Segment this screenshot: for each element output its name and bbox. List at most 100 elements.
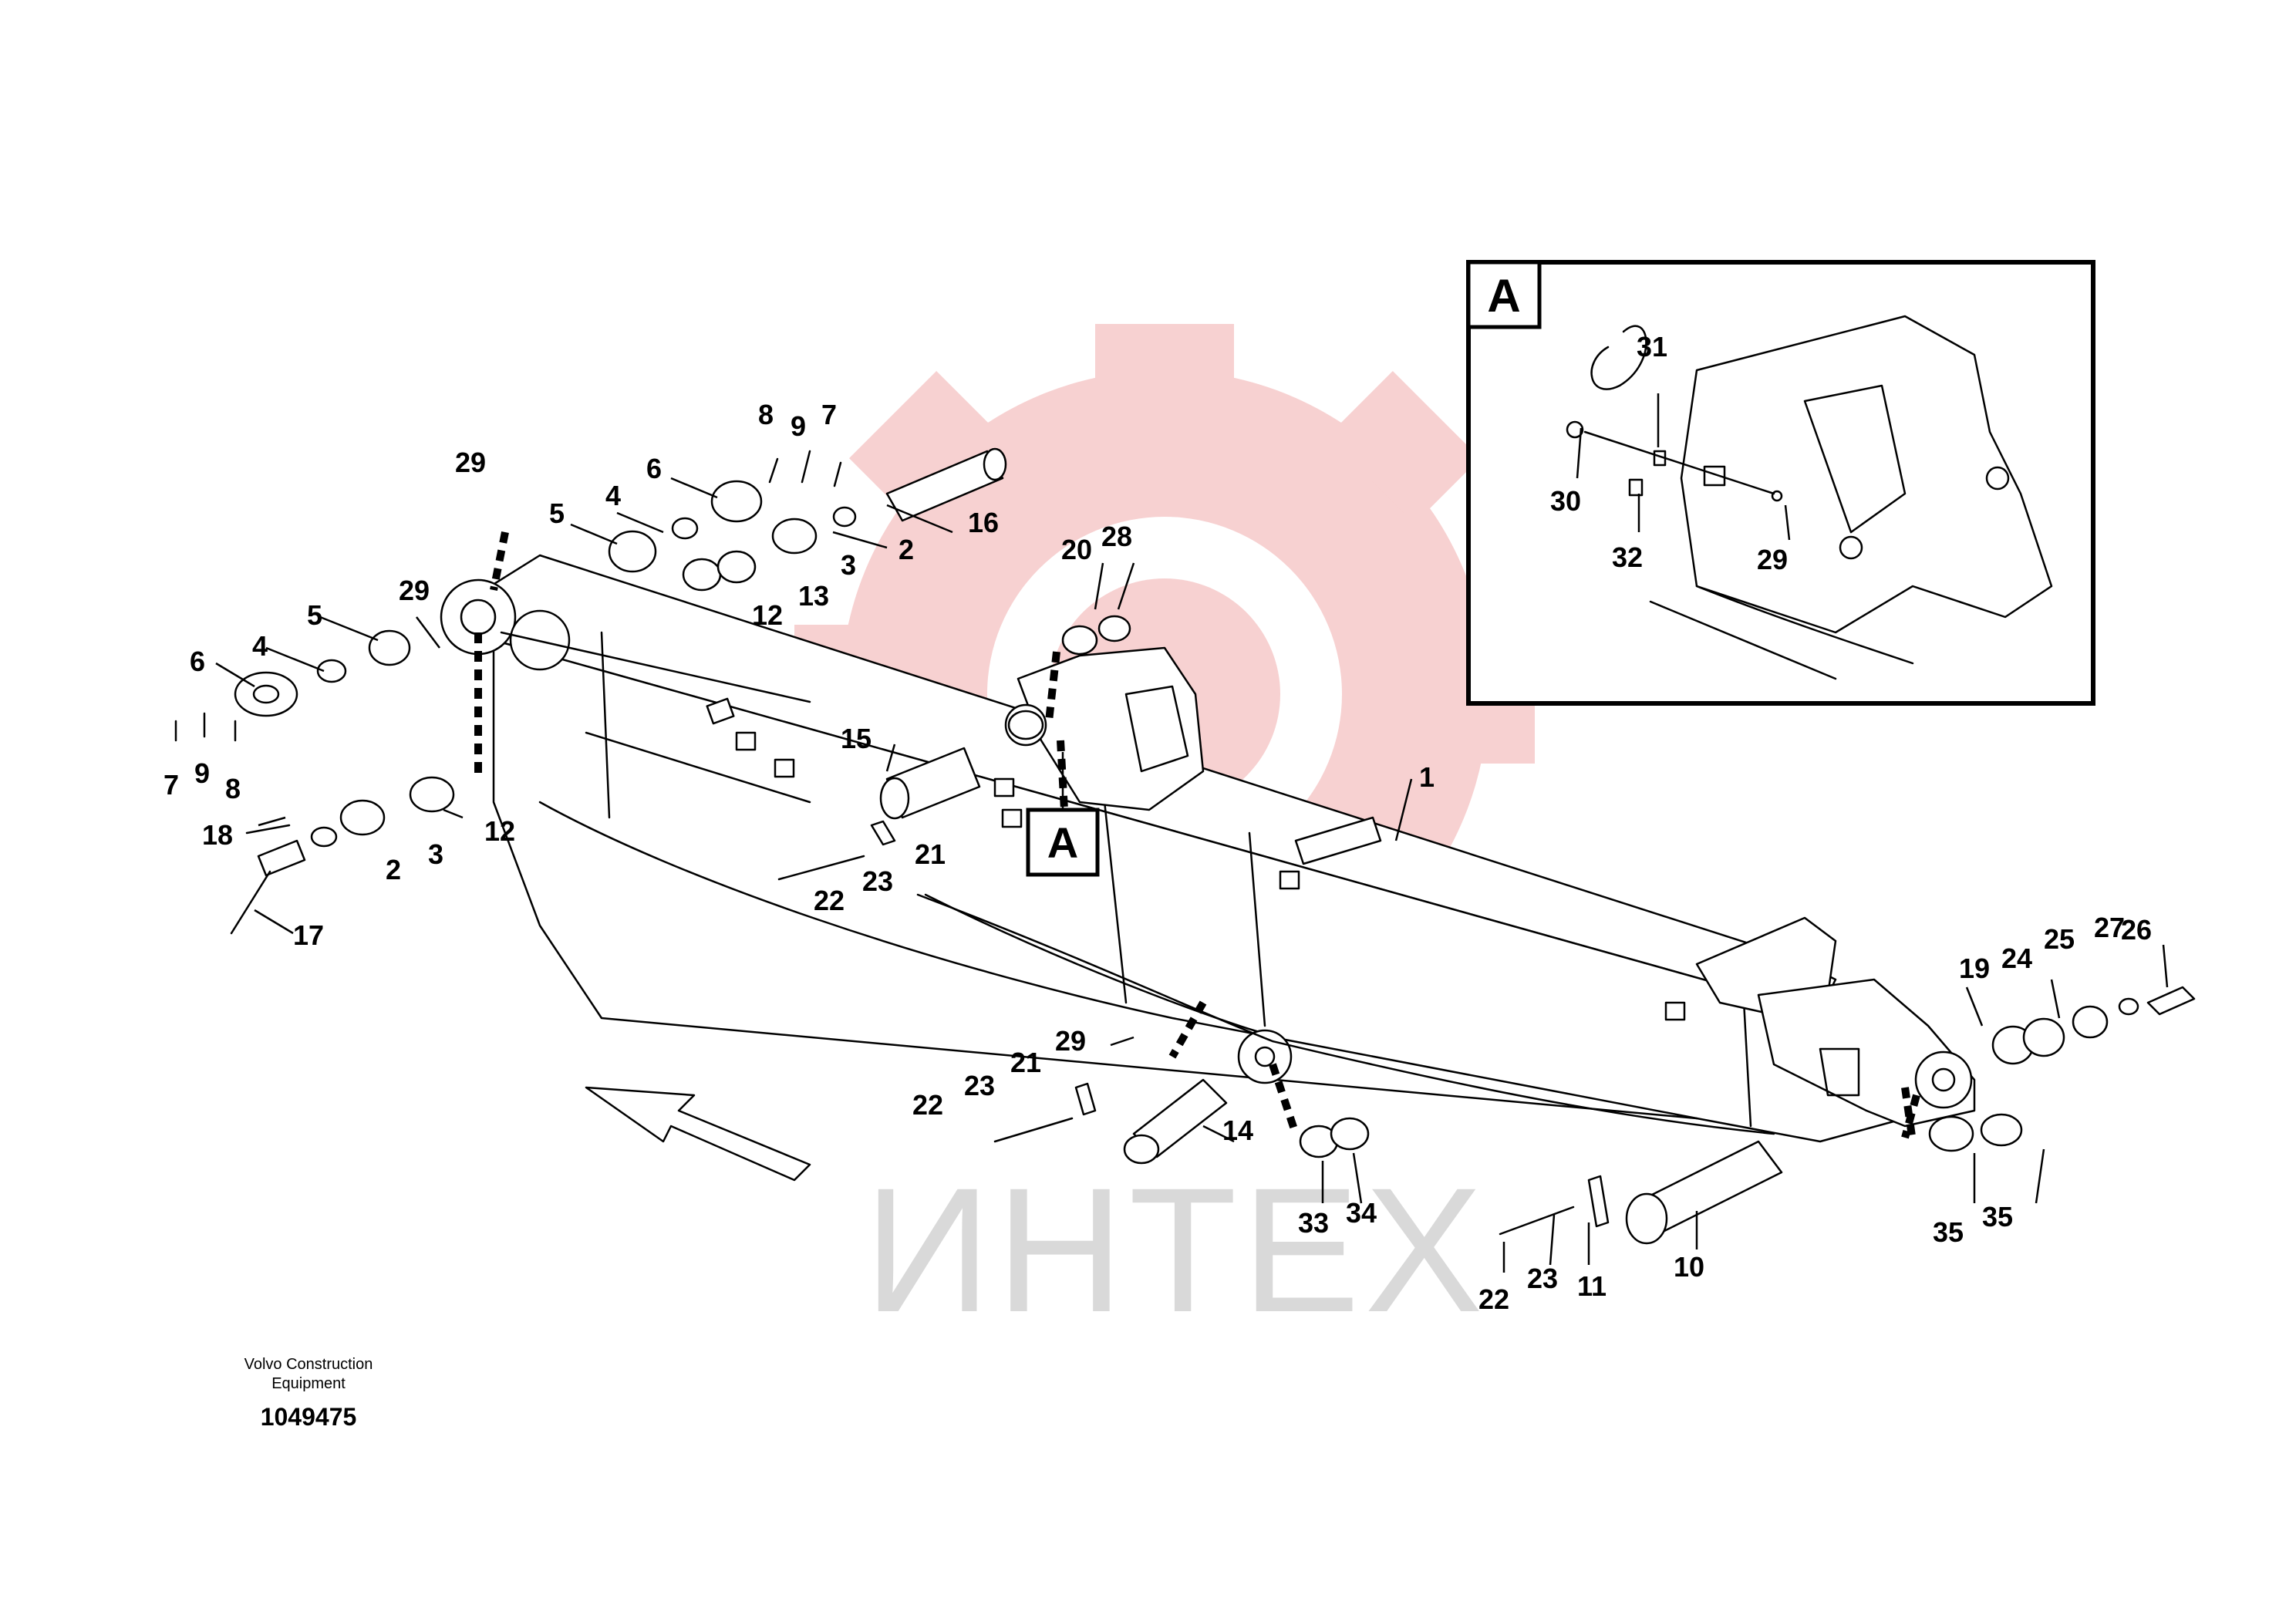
washer-12-lower	[409, 776, 455, 813]
callout-12-upper: 12	[752, 599, 783, 631]
detail-marker-label: A	[1047, 818, 1078, 867]
callout-30: 30	[1550, 485, 1581, 517]
washer-27	[2118, 997, 2139, 1016]
callout-23-upper: 23	[862, 865, 893, 897]
pin-16	[885, 450, 1004, 522]
callout-3-lower: 3	[428, 838, 443, 870]
boom-web-line	[924, 893, 1266, 1035]
callout-29-upper: 29	[455, 447, 486, 478]
callout-8-left: 8	[225, 773, 241, 804]
foot-pin-group	[174, 447, 1007, 935]
head-pin-group	[1499, 986, 2196, 1245]
bolt-7-upper	[833, 461, 842, 487]
o-ring-2-lower	[310, 826, 338, 848]
callout-26: 26	[2121, 914, 2152, 946]
callout-29-left: 29	[399, 575, 430, 606]
washer-25	[2072, 1005, 2109, 1039]
hose-line-1	[500, 631, 811, 703]
callout-32: 32	[1612, 541, 1643, 573]
callout-21-lower: 21	[1010, 1047, 1041, 1078]
boom-head-boss	[1914, 1050, 1973, 1109]
boom-stiffener-1	[600, 631, 611, 819]
mid-pin-group	[993, 1078, 1370, 1165]
callout-2-lower: 2	[386, 854, 401, 885]
bushing-5-left	[368, 629, 411, 666]
callout-5-upper: 5	[549, 497, 565, 529]
callout-leaders	[215, 393, 2169, 1273]
callout-23-lower: 23	[964, 1070, 995, 1101]
washer-13-upper	[716, 550, 757, 584]
washer-6-left	[234, 671, 298, 717]
callout-5-left: 5	[307, 599, 322, 631]
footer-drawing-number: 1049475	[261, 1403, 357, 1431]
cylinder-pin-group	[777, 615, 1131, 881]
inset-fitting-32	[1628, 478, 1644, 497]
cylinder-bracket-window	[1124, 685, 1189, 773]
washer-20b	[1061, 625, 1098, 656]
boom-mid-bore	[1254, 1046, 1276, 1067]
washer-28	[1097, 615, 1131, 642]
callout-35-right: 35	[1982, 1201, 2013, 1233]
callout-12-lower: 12	[484, 815, 515, 847]
inset-bracket-window	[1803, 384, 1907, 534]
callout-7-upper: 7	[821, 399, 837, 430]
inset-fitting-30	[1566, 420, 1584, 439]
pin-17-head	[257, 839, 306, 877]
washer-35b	[1980, 1113, 2023, 1147]
boom-head-bore	[1931, 1067, 1956, 1092]
callout-31: 31	[1637, 331, 1667, 363]
inset-label: A	[1487, 270, 1520, 322]
boom-head-window	[1819, 1047, 1860, 1097]
lock-plate-21-upper	[870, 820, 896, 846]
callout-13: 13	[798, 580, 829, 612]
pin-17	[230, 870, 271, 935]
bushing-3-lower	[339, 799, 386, 836]
callout-22-upper: 22	[814, 885, 845, 916]
o-ring-4-left	[316, 659, 347, 683]
inset-hose-loop	[1590, 325, 1647, 390]
callout-25: 25	[2044, 923, 2075, 955]
callout-22-lower: 22	[912, 1089, 943, 1121]
callout-2-upper: 2	[899, 534, 914, 565]
boom-stiffener-2	[1101, 785, 1128, 1004]
callout-14: 14	[1222, 1114, 1253, 1146]
footer-block: Volvo Construction Equipment 1049475	[244, 1356, 373, 1431]
callout-15: 15	[841, 723, 872, 754]
callout-10: 10	[1674, 1251, 1704, 1283]
footer-company-line1: Volvo Construction	[244, 1356, 373, 1373]
hose-line-2	[916, 893, 1775, 1135]
washer-12-upper	[682, 558, 722, 592]
direction-arrow-icon	[585, 1086, 811, 1182]
boom-top-clip	[1294, 816, 1382, 865]
bolt-22-lower	[993, 1117, 1074, 1143]
bolt-26	[2146, 986, 2196, 1016]
callout-1: 1	[1419, 761, 1435, 793]
lock-plate-21-lower	[1074, 1082, 1097, 1116]
watermark-text: ИНТЕХ	[864, 1151, 1488, 1349]
callout-17: 17	[293, 919, 324, 951]
o-ring-2-upper	[832, 506, 857, 528]
callout-20: 20	[1061, 534, 1092, 565]
clip-18	[245, 824, 291, 835]
grease-8-upper	[768, 457, 779, 484]
callout-16: 16	[968, 507, 999, 538]
washer-6-upper	[710, 480, 763, 523]
detail-marker-a[interactable]: A	[1026, 752, 1100, 877]
callout-labels: 1 2 2 3 3 4 4 5 5 6 6 7 7 8 8 9 9 10 11 …	[164, 331, 2152, 1315]
boom-lugs	[706, 697, 1686, 1021]
callout-27: 27	[2094, 912, 2125, 943]
callout-4-upper: 4	[605, 480, 621, 511]
bolt-22-head	[1499, 1206, 1575, 1236]
inset-fitting-29	[1771, 490, 1783, 502]
washer-35a	[1928, 1115, 1974, 1152]
callout-23-head: 23	[1527, 1263, 1558, 1294]
boom-stiffener-4	[1741, 986, 1752, 1128]
callout-18: 18	[202, 819, 233, 851]
footer-company-line2: Equipment	[271, 1375, 346, 1392]
washer-20	[1007, 710, 1044, 740]
callout-34: 34	[1346, 1197, 1377, 1229]
callout-29-inset: 29	[1757, 544, 1788, 575]
bushing-5-upper	[608, 530, 657, 573]
